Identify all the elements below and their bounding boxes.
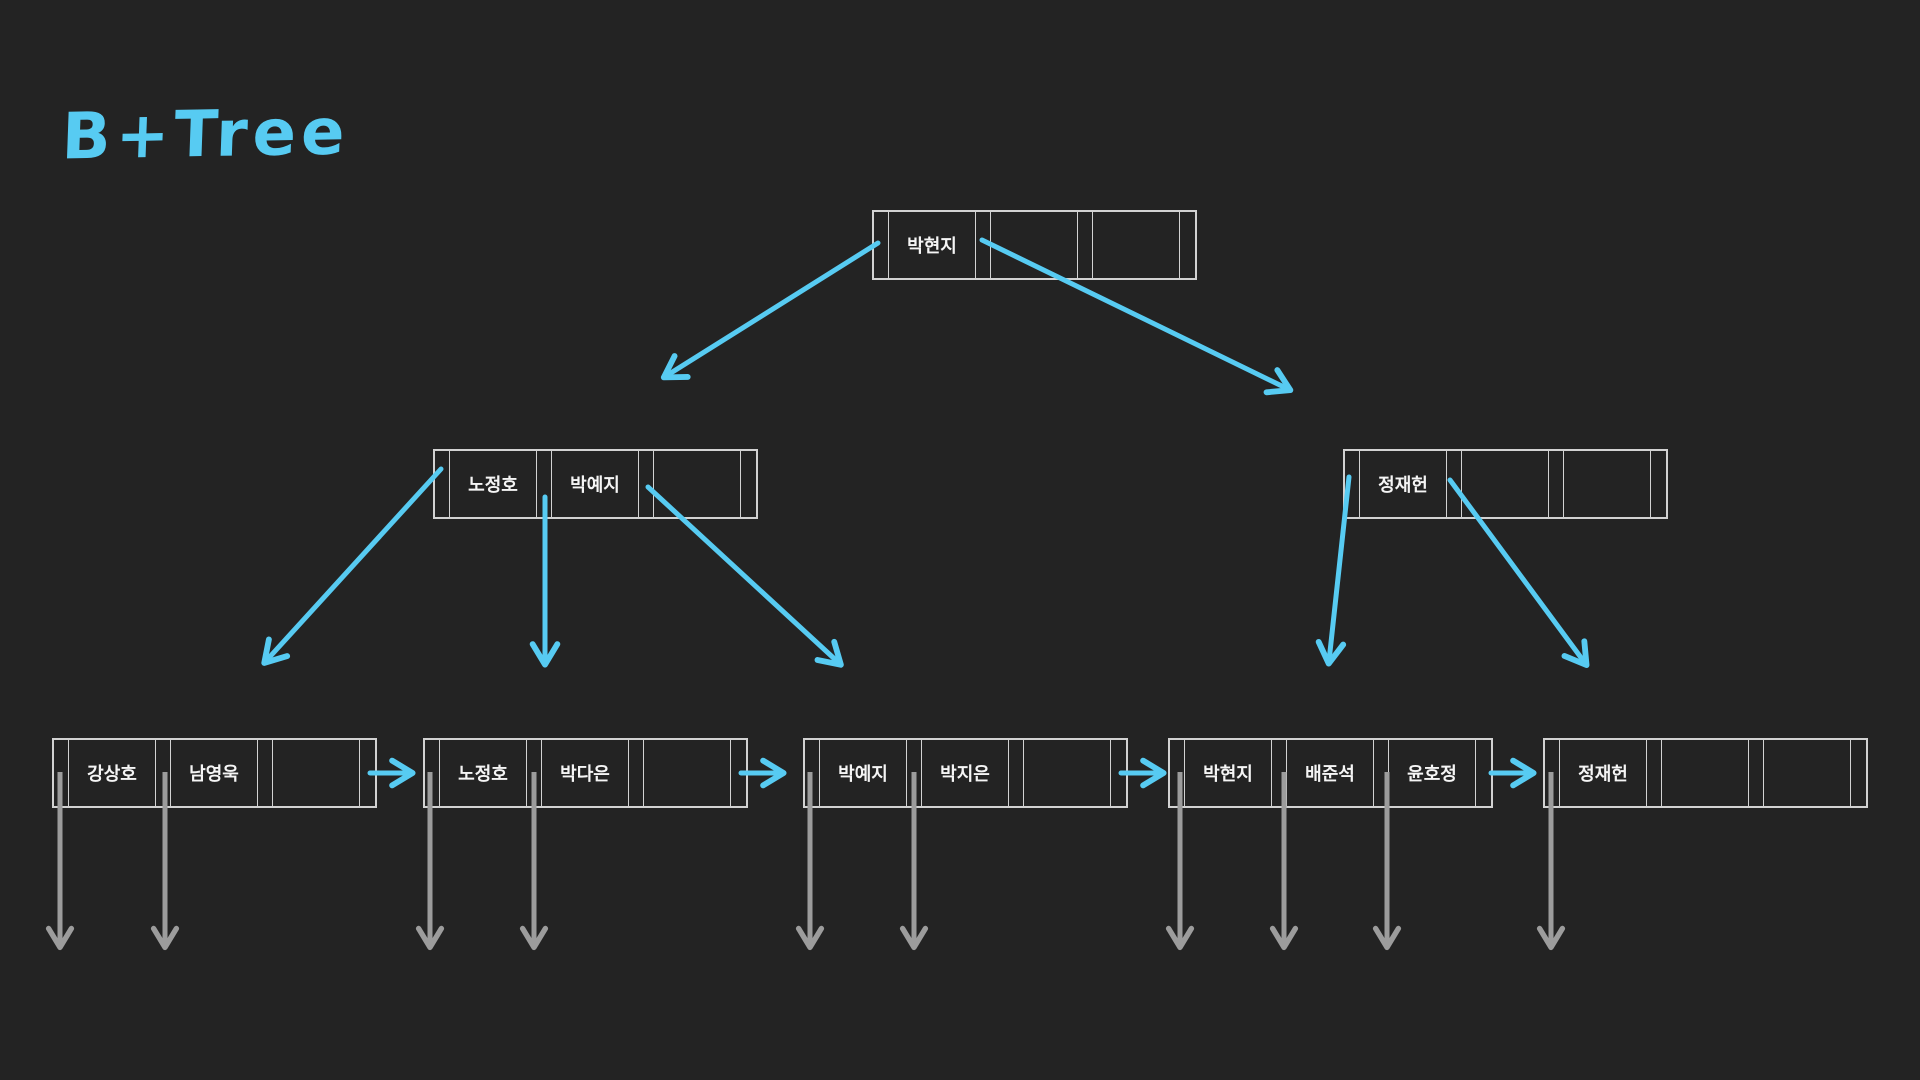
- key-cell: [1024, 740, 1111, 806]
- pointer-cell: [907, 740, 922, 806]
- key-cell: 박현지: [889, 212, 976, 278]
- btree-node-internal-left: 노정호 박예지: [433, 449, 758, 519]
- key-cell: [273, 740, 360, 806]
- pointer-cell: [360, 740, 375, 806]
- pointer-cell: [731, 740, 746, 806]
- key-cell: 윤호정: [1389, 740, 1476, 806]
- pointer-cell: [1180, 212, 1195, 278]
- pointer-cell: [425, 740, 440, 806]
- key-cell: [644, 740, 731, 806]
- pointer-cell: [1170, 740, 1185, 806]
- key-cell: [1564, 451, 1651, 517]
- edge-root-to-internal-left: [660, 240, 881, 381]
- pointer-cell: [156, 740, 171, 806]
- pointer-cell: [1749, 740, 1764, 806]
- key-cell: 남영욱: [171, 740, 258, 806]
- key-cell: [654, 451, 741, 517]
- pointer-cell: [874, 212, 889, 278]
- btree-node-leaf-1: 강상호 남영욱: [52, 738, 377, 808]
- pointer-cell: [258, 740, 273, 806]
- key-cell: 노정호: [450, 451, 537, 517]
- key-cell: 노정호: [440, 740, 527, 806]
- pointer-cell: [1647, 740, 1662, 806]
- pointer-cell: [1111, 740, 1126, 806]
- pointer-cell: [1476, 740, 1491, 806]
- key-cell: 정재헌: [1560, 740, 1647, 806]
- pointer-cell: [805, 740, 820, 806]
- pointer-cell: [1651, 451, 1666, 517]
- key-cell: 박다은: [542, 740, 629, 806]
- key-cell: 정재헌: [1360, 451, 1447, 517]
- key-cell: 박지은: [922, 740, 1009, 806]
- pointer-cell: [1078, 212, 1093, 278]
- pointer-cell: [527, 740, 542, 806]
- edge-internal-left-to-leaf-1: [261, 466, 444, 666]
- pointer-cell: [435, 451, 450, 517]
- pointer-cell: [741, 451, 756, 517]
- key-cell: 박현지: [1185, 740, 1272, 806]
- pointer-cell: [537, 451, 552, 517]
- pointer-cell: [1374, 740, 1389, 806]
- key-cell: 박예지: [820, 740, 907, 806]
- pointer-cell: [1447, 451, 1462, 517]
- page-title: B+Tree: [60, 95, 351, 175]
- btree-node-root: 박현지: [872, 210, 1197, 280]
- btree-node-leaf-3: 박예지 박지은: [803, 738, 1128, 808]
- pointer-cell: [54, 740, 69, 806]
- key-cell: [1662, 740, 1749, 806]
- pointer-cell: [1851, 740, 1866, 806]
- pointer-cell: [1549, 451, 1564, 517]
- btree-node-internal-right: 정재헌: [1343, 449, 1668, 519]
- key-cell: 강상호: [69, 740, 156, 806]
- pointer-cell: [1545, 740, 1560, 806]
- key-cell: 배준석: [1287, 740, 1374, 806]
- pointer-cell: [629, 740, 644, 806]
- key-cell: [991, 212, 1078, 278]
- key-cell: [1764, 740, 1851, 806]
- pointer-cell: [639, 451, 654, 517]
- pointer-cell: [1009, 740, 1024, 806]
- btree-node-leaf-4: 박현지 배준석 윤호정: [1168, 738, 1493, 808]
- key-cell: [1093, 212, 1180, 278]
- key-cell: [1462, 451, 1549, 517]
- pointer-cell: [976, 212, 991, 278]
- pointer-cell: [1345, 451, 1360, 517]
- btree-node-leaf-2: 노정호 박다은: [423, 738, 748, 808]
- pointer-cell: [1272, 740, 1287, 806]
- btree-node-leaf-5: 정재헌: [1543, 738, 1868, 808]
- key-cell: 박예지: [552, 451, 639, 517]
